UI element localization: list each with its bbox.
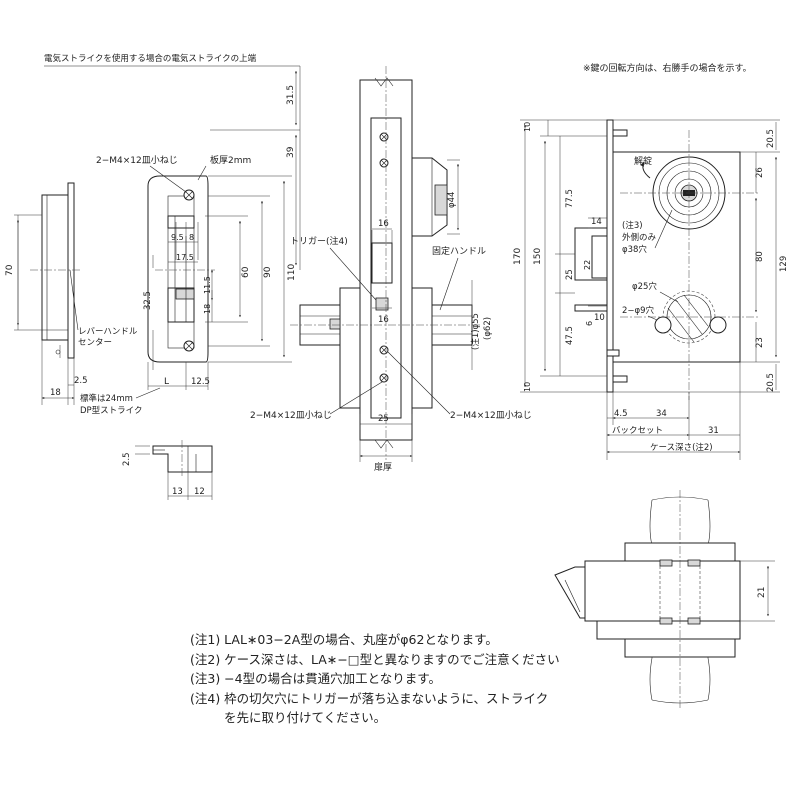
side-dim-25: 25 [378, 414, 389, 424]
dim-9_5: 9.5 [171, 233, 184, 242]
dim-70: 70 [5, 264, 15, 276]
front-dim-77_5: 77.5 [565, 189, 575, 208]
dim-18-left: 18 [50, 388, 61, 398]
dim-12_5: 12.5 [191, 377, 210, 387]
label-trigger: トリガー(注4) [290, 235, 348, 247]
dim-90: 90 [263, 266, 273, 278]
strike-side-profile: 70 18 2.5 [5, 182, 88, 405]
label-fixed-handle: 固定ハンドル [432, 245, 486, 257]
front-dim-34: 34 [656, 409, 667, 419]
trigger-section-view: 21 [554, 490, 775, 710]
label-door-thickness: 扉厚 [374, 461, 392, 473]
label-phi38-hole: φ38穴 [622, 244, 647, 255]
front-dim-31: 31 [708, 426, 719, 436]
front-dim-10-mid: 10 [594, 313, 605, 323]
front-dim-25: 25 [565, 269, 575, 280]
front-dim-14: 14 [591, 217, 602, 227]
label-strike-screws: 2−M4×12皿小ねじ [96, 155, 178, 166]
front-dim-20_5-bottom: 20.5 [766, 373, 776, 392]
label-outer-only: 外側のみ [622, 232, 657, 243]
strike-front-view: 9.5 8 17.5 11.5 18 60 90 110 31.5 39 32.… [69, 66, 301, 416]
front-dim-4_5: 4.5 [614, 409, 628, 419]
dim-18-strike: 18 [203, 304, 212, 314]
front-dim-10-top: 10 [523, 122, 532, 132]
dim-60: 60 [241, 266, 251, 278]
label-screws-right: 2−M4×12皿小ねじ [450, 410, 532, 421]
dim-110: 110 [287, 264, 297, 281]
dim-2_5-left: 2.5 [74, 376, 88, 386]
small-dim-13: 13 [172, 487, 183, 497]
note-4-continued: を先に取り付けてください。 [224, 710, 387, 725]
label-case-depth: ケース深さ(注2) [650, 442, 713, 453]
dim-11_5: 11.5 [203, 276, 212, 294]
dp-strike-small: 2.5 13 12 [122, 440, 213, 500]
front-dim-10-bottom: 10 [523, 382, 532, 392]
label-screws-left: 2−M4×12皿小ねじ [250, 410, 332, 421]
dim-39: 39 [286, 146, 296, 158]
note-1: (注1) LAL∗03−2A型の場合、丸座がφ62となります。 [190, 632, 498, 647]
dim-L: L [164, 377, 169, 387]
front-dim-47_5: 47.5 [565, 326, 575, 345]
front-dim-129: 129 [779, 256, 789, 272]
front-dim-6: 6 [585, 321, 594, 326]
label-plate-thickness: 板厚2mm [210, 154, 251, 166]
note-3: (注3) −4型の場合は貫通穴加工となります。 [190, 671, 441, 686]
label-backset: バックセット [612, 426, 663, 436]
section-dim-21: 21 [757, 587, 767, 598]
lock-side-view: 16 16 φ44 (注1)φ55 (φ62) 25 扉厚 トリガー(注4) 固… [250, 66, 532, 473]
front-dim-26: 26 [755, 167, 765, 178]
label-standard-24: 標準は24mm [80, 393, 133, 404]
label-2phi9-hole: 2−φ9穴 [622, 305, 655, 316]
front-dim-80: 80 [755, 251, 765, 262]
front-dim-170: 170 [513, 248, 523, 265]
note-4: (注4) 枠の切欠穴にトリガーが落ち込まないように、ストライク [190, 690, 549, 706]
label-phi25-hole: φ25穴 [632, 281, 657, 292]
dim-17_5: 17.5 [176, 253, 194, 262]
label-unlock: 解錠 [634, 155, 652, 167]
front-dim-23: 23 [755, 337, 765, 348]
front-dim-22: 22 [583, 260, 592, 270]
note-2: (注2) ケース深さは、LA∗−□型と異なりますのでご注意ください [190, 651, 560, 667]
front-dim-20_5-top: 20.5 [766, 129, 776, 148]
label-note3: (注3) [622, 220, 643, 231]
small-dim-12: 12 [194, 487, 205, 497]
strike-top-note: 電気ストライクを使用する場合の電気ストライクの上端 [44, 53, 257, 64]
lock-front-view: 解錠 170 150 10 10 77.5 25 47.5 22 6 14 10… [513, 119, 789, 460]
side-dim-16-bottom: 16 [378, 315, 389, 325]
rotation-note: ※鍵の回転方向は、右勝手の場合を示す。 [583, 62, 752, 74]
label-lever-center-1: レバーハンドル [78, 327, 138, 337]
side-dim-phi62: (φ62) [483, 317, 493, 340]
dim-32_5: 32.5 [143, 291, 153, 310]
dim-31_5: 31.5 [286, 85, 296, 105]
label-lever-center-2: センター [78, 338, 112, 348]
dim-8: 8 [189, 233, 194, 242]
small-dim-2_5: 2.5 [122, 452, 132, 466]
front-dim-150: 150 [533, 248, 543, 265]
side-dim-phi55: (注1)φ55 [470, 313, 481, 350]
side-dim-phi44: φ44 [447, 192, 457, 208]
side-dim-16-top: 16 [378, 219, 389, 229]
label-dp-strike: DP型ストライク [80, 406, 143, 416]
footnotes: (注1) LAL∗03−2A型の場合、丸座がφ62となります。 (注2) ケース… [190, 630, 560, 728]
